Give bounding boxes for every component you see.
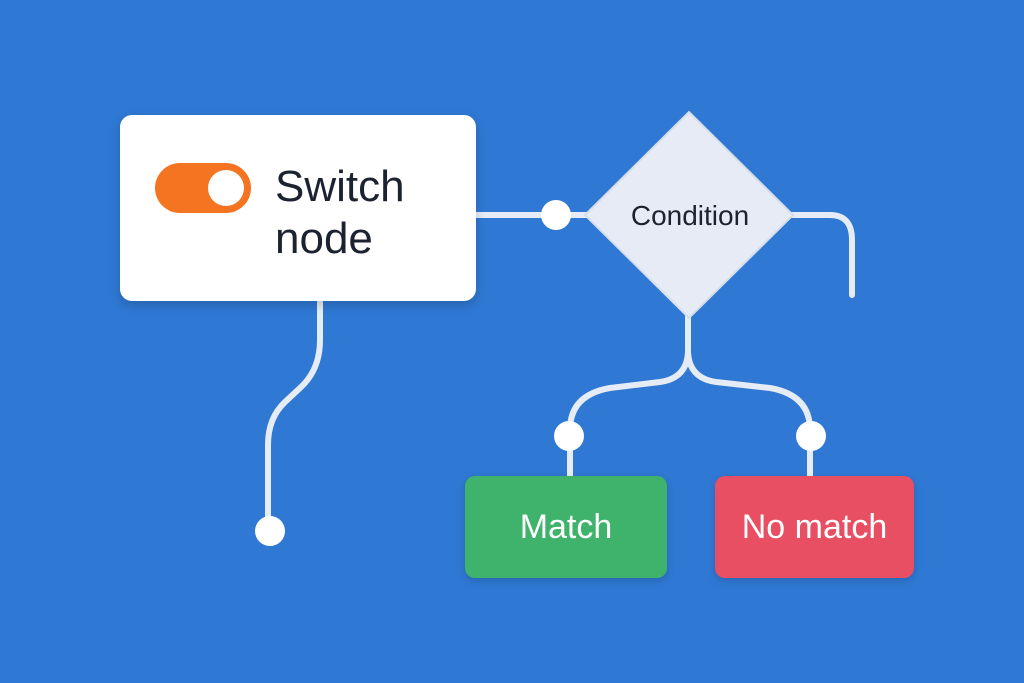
match-node[interactable]: Match [465, 476, 667, 578]
connector-port-condition-input[interactable] [541, 200, 571, 230]
connector-switch-down [265, 298, 323, 533]
switch-node[interactable]: Switch node [120, 115, 476, 301]
no-match-node[interactable]: No match [715, 476, 914, 578]
connector-condition-right [787, 212, 855, 298]
no-match-label: No match [741, 507, 888, 546]
switch-node-title: Switch node [275, 162, 405, 263]
condition-label: Condition [630, 200, 750, 231]
connector-condition-to-match [567, 309, 691, 479]
connector-port-no-match[interactable] [796, 421, 826, 451]
connector-condition-to-no-match [685, 309, 813, 479]
connector-port-switch-output[interactable] [255, 516, 285, 546]
connector-port-match[interactable] [554, 421, 584, 451]
toggle-knob [208, 170, 244, 206]
toggle-switch-icon[interactable] [155, 163, 251, 213]
match-label: Match [519, 507, 613, 546]
condition-diamond[interactable] [583, 110, 795, 320]
